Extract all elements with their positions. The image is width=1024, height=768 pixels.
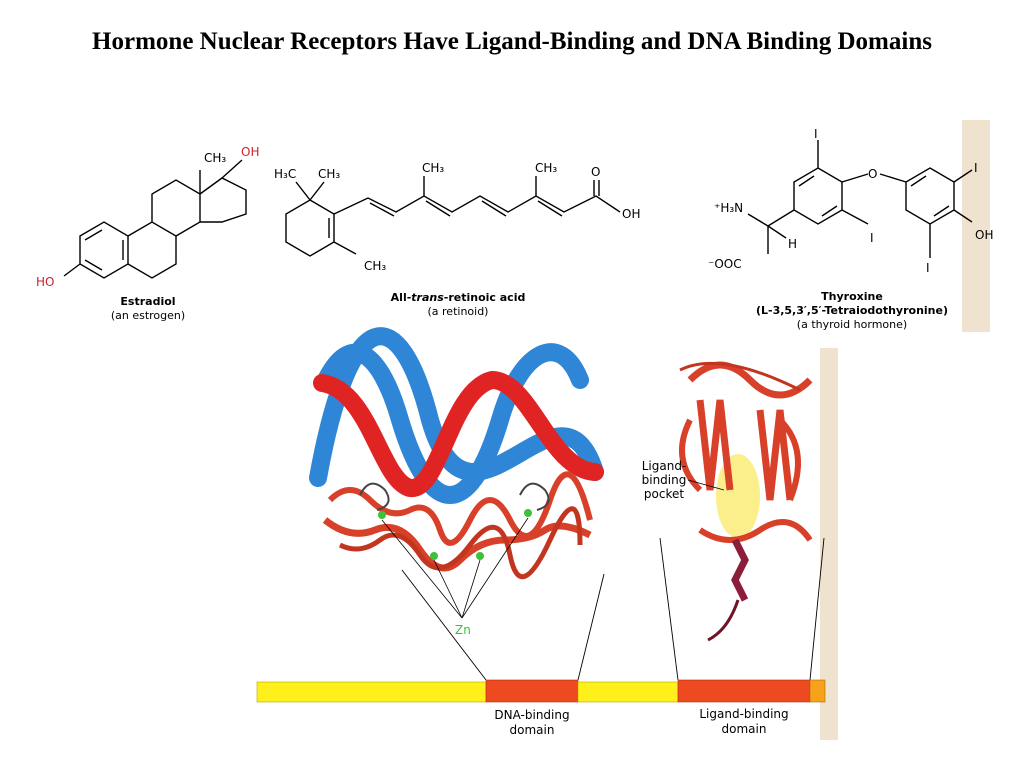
ligand-domain-label-line2: domain <box>722 722 767 736</box>
thyroxine-o-label: O <box>868 167 877 181</box>
retinoic-subtitle: (a retinoid) <box>428 305 489 318</box>
retinoic-ch3-d-label: CH₃ <box>535 161 557 175</box>
ligand-pocket-label-line2: binding <box>642 473 687 487</box>
dna-domain-label-line1: DNA-binding <box>494 708 569 722</box>
zn-label: Zn <box>455 623 471 637</box>
retinoic-oh-label: OH <box>622 207 640 221</box>
page-edge <box>962 120 990 332</box>
retinoic-ch3-b-label: CH₃ <box>364 259 386 273</box>
zn-pointer-lines <box>381 517 529 619</box>
hinge-segment <box>577 681 679 703</box>
retinoic-name: All-trans-retinoic acid <box>391 291 526 304</box>
estradiol-ch3-label: CH₃ <box>204 151 226 165</box>
thyroxine-subtitle: (a thyroid hormone) <box>797 318 907 331</box>
thyroxine-coo-label: ⁻OOC <box>708 257 742 271</box>
slide-title: Hormone Nuclear Receptors Have Ligand-Bi… <box>92 28 932 55</box>
ligand-binding-domain-ribbon <box>679 361 813 642</box>
retinoic-o-label: O <box>591 165 600 179</box>
c-terminal-segment <box>809 679 826 703</box>
ligand-pocket-label-line1: Ligand- <box>642 459 687 473</box>
estradiol-oh-label: OH <box>241 145 259 159</box>
n-terminal-segment <box>256 681 487 703</box>
connector-ligand-left <box>659 537 679 681</box>
dna-domain-label-line2: domain <box>510 723 555 737</box>
ligand-pocket-label-line3: pocket <box>644 487 684 501</box>
thyroxine-name: Thyroxine <box>821 290 883 303</box>
thyroxine-h-label: H <box>788 237 797 251</box>
retinoic-ch3-a-label: CH₃ <box>318 167 340 181</box>
connector-ligand-right <box>809 537 825 681</box>
estradiol-subtitle: (an estrogen) <box>111 309 185 322</box>
page-edge-lower <box>820 348 838 740</box>
retinoic-h3c-label: H₃C <box>274 167 296 181</box>
estradiol-name: Estradiol <box>120 295 175 308</box>
estradiol-structure: CH₃ OH HO Estradiol (an estrogen) <box>36 145 259 322</box>
dna-binding-segment <box>485 679 579 703</box>
thyroxine-structure: I O I I OH I ⁺H₃N H ⁻OOC Thyroxine (L-3,… <box>708 120 993 332</box>
estradiol-ho-label: HO <box>36 275 54 289</box>
thyroxine-i4-label: I <box>926 261 930 275</box>
receptor-domain-bar <box>256 679 826 703</box>
dna-double-helix <box>309 327 604 504</box>
thyroxine-oh-label: OH <box>975 228 993 242</box>
connector-dna-left <box>401 569 487 681</box>
thyroxine-nh3-label: ⁺H₃N <box>714 201 743 215</box>
retinoic-acid-structure: H₃C CH₃ CH₃ CH₃ CH₃ O OH All-trans-retin… <box>274 161 640 318</box>
ligand-binding-segment <box>677 679 811 703</box>
thyroxine-i1-label: I <box>814 127 818 141</box>
retinoic-ch3-c-label: CH₃ <box>422 161 444 175</box>
connector-dna-right <box>577 573 605 681</box>
ligand-domain-label-line1: Ligand-binding <box>699 707 788 721</box>
thyroxine-i2-label: I <box>974 161 978 175</box>
thyroxine-i3-label: I <box>870 231 874 245</box>
dna-binding-domain-ribbon <box>322 471 593 580</box>
ligand-pocket-pointer <box>687 479 725 491</box>
thyroxine-full-name: (L-3,5,3′,5′-Tetraiodothyronine) <box>756 304 948 317</box>
